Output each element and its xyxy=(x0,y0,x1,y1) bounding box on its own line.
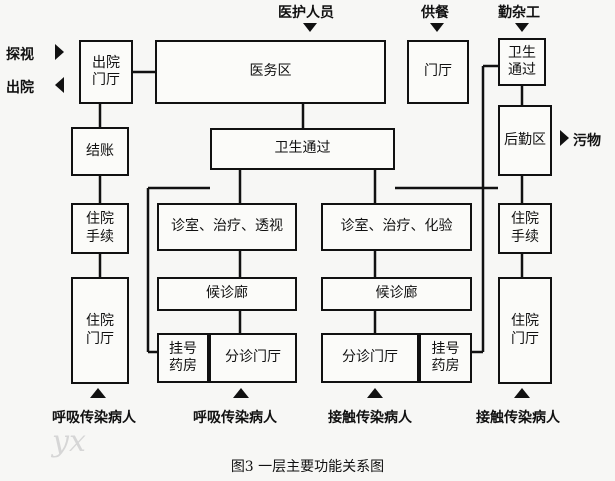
admission-right-box: 住院 手续 xyxy=(498,203,552,254)
inpatient-hall-right-box: 住院 门厅 xyxy=(498,277,552,384)
catering-label: 供餐 xyxy=(421,5,449,21)
catering-hall-box: 门厅 xyxy=(407,40,469,104)
respiratory-patients-label-1: 呼吸传染病人 xyxy=(52,410,136,426)
sanitary-pass-right-box: 卫生 通过 xyxy=(498,38,546,86)
service-workers-label: 勤杂工 xyxy=(498,5,540,21)
watermark-mark: yx xyxy=(52,424,86,459)
waiting-right-box: 候诊廊 xyxy=(321,277,472,311)
visit-label: 探视 xyxy=(6,47,34,63)
dirt-label: 污物 xyxy=(573,133,601,149)
discharge-hall-box: 出院 门厅 xyxy=(79,40,133,104)
figure-caption: 图3 一层主要功能关系图 xyxy=(230,459,385,475)
contact-patients-label-1: 接触传染病人 xyxy=(328,410,412,426)
sub-hall-right-box: 分诊门厅 xyxy=(321,333,419,383)
clinic-left-box: 诊室、治疗、透视 xyxy=(157,203,297,251)
checkout-box: 结账 xyxy=(71,127,129,176)
registration-pharmacy-right-box: 挂号 药房 xyxy=(419,333,472,383)
arrow-heads xyxy=(55,23,569,398)
discharge-label: 出院 xyxy=(6,80,34,96)
clinic-right-box: 诊室、治疗、化验 xyxy=(321,203,472,251)
registration-pharmacy-left-box: 挂号 药房 xyxy=(157,333,209,383)
medical-staff-label: 医护人员 xyxy=(278,5,334,21)
sanitary-pass-center-box: 卫生通过 xyxy=(210,128,395,170)
logistics-box: 后勤区 xyxy=(498,105,552,176)
waiting-left-box: 候诊廊 xyxy=(157,277,297,311)
respiratory-patients-label-2: 呼吸传染病人 xyxy=(193,410,277,426)
inpatient-hall-left-box: 住院 门厅 xyxy=(71,277,129,384)
contact-patients-label-2: 接触传染病人 xyxy=(476,410,560,426)
admission-left-box: 住院 手续 xyxy=(71,203,129,254)
sub-hall-left-box: 分诊门厅 xyxy=(209,333,297,383)
medical-area-box: 医务区 xyxy=(155,40,386,104)
